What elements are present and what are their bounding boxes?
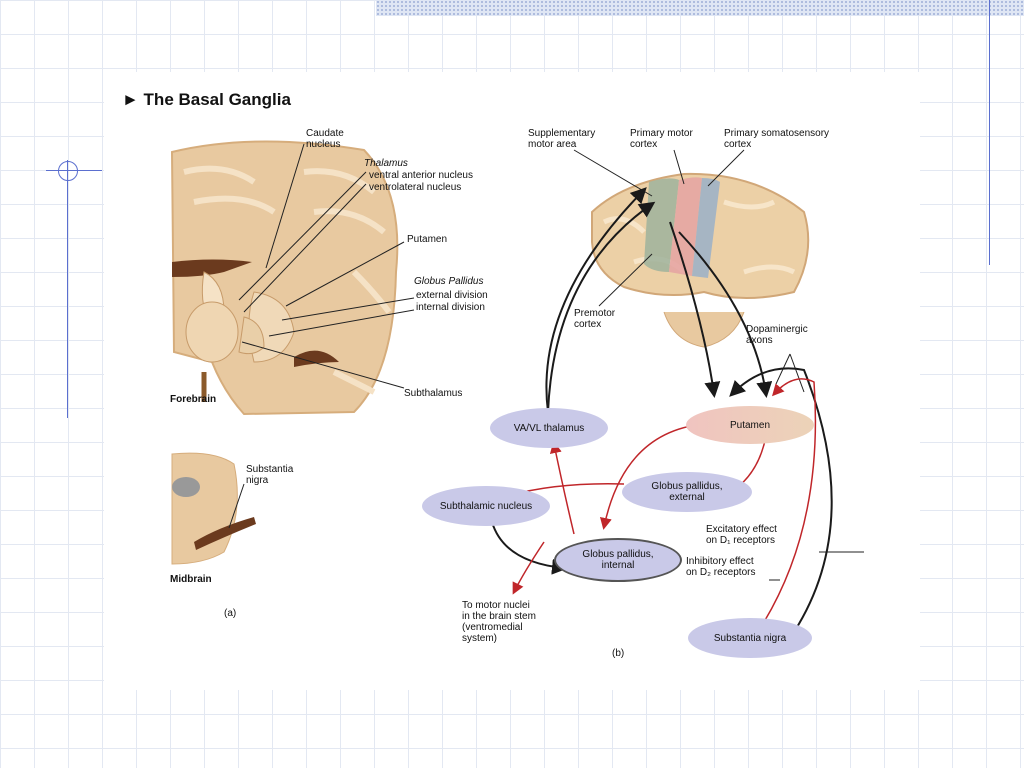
substantia-nigra-shape bbox=[194, 517, 256, 550]
label-external-division: external division bbox=[416, 290, 488, 301]
label-subthalamus: Subthalamus bbox=[404, 388, 463, 399]
caption-b: (b) bbox=[612, 648, 625, 659]
panel-b-circuit bbox=[491, 149, 864, 633]
node-substantia-nigra: Substantia nigra bbox=[688, 618, 812, 658]
label-globus-pallidus: Globus Pallidus bbox=[414, 276, 484, 287]
slide-decor-line-right bbox=[989, 0, 990, 265]
slide-decor-circle bbox=[58, 161, 78, 181]
label-primary-motor-cortex: Primary motor cortex bbox=[630, 128, 693, 150]
thalamus-shape bbox=[185, 301, 239, 363]
node-putamen: Putamen bbox=[686, 406, 814, 444]
figure-title: ► The Basal Ganglia bbox=[122, 90, 291, 109]
label-excitatory-effect: Excitatory effect on D₁ receptors bbox=[706, 524, 777, 546]
label-to-motor-nuclei: To motor nuclei in the brain stem (ventr… bbox=[462, 600, 536, 644]
label-ventral-anterior: ventral anterior nucleus bbox=[369, 170, 473, 181]
label-putamen-a: Putamen bbox=[407, 234, 448, 245]
label-midbrain: Midbrain bbox=[170, 574, 212, 585]
label-premotor-cortex: Premotor cortex bbox=[574, 308, 616, 330]
label-dopaminergic-axons: Dopaminergic axons bbox=[746, 324, 808, 346]
cerebral-aqueduct bbox=[172, 477, 200, 497]
panel-a-illustration bbox=[170, 140, 415, 565]
subthalamus-shape bbox=[294, 350, 339, 367]
node-va-vl-thalamus: VA/VL thalamus bbox=[490, 408, 608, 448]
label-ventrolateral: ventrolateral nucleus bbox=[369, 182, 462, 193]
ventricle bbox=[172, 259, 252, 277]
label-primary-somatosensory-cortex: Primary somatosensory cortex bbox=[724, 128, 830, 150]
label-internal-division: internal division bbox=[416, 302, 485, 313]
label-substantia-nigra-a: Substantia nigra bbox=[246, 464, 294, 486]
top-decorative-band bbox=[376, 0, 1024, 16]
node-globus-pallidus-external: Globus pallidus, external bbox=[622, 472, 752, 512]
caption-a: (a) bbox=[224, 608, 237, 619]
globus-pallidus-shape bbox=[238, 316, 265, 355]
node-globus-pallidus-internal: Globus pallidus, internal bbox=[554, 538, 682, 582]
primary-motor-region bbox=[669, 177, 702, 276]
label-caudate-nucleus: Caudate nucleus bbox=[306, 128, 344, 150]
label-inhibitory-effect: Inhibitory effect on D₂ receptors bbox=[686, 556, 756, 578]
somatosensory-region bbox=[692, 178, 720, 278]
basal-ganglia-figure: ► The Basal Ganglia bbox=[104, 72, 920, 690]
node-subthalamic-nucleus: Subthalamic nucleus bbox=[422, 486, 550, 526]
label-supplementary-motor-area: Supplementary motor area bbox=[528, 128, 596, 150]
slide-decor-line-left bbox=[67, 160, 68, 418]
label-thalamus: Thalamus bbox=[364, 158, 408, 169]
label-forebrain: Forebrain bbox=[170, 394, 217, 405]
